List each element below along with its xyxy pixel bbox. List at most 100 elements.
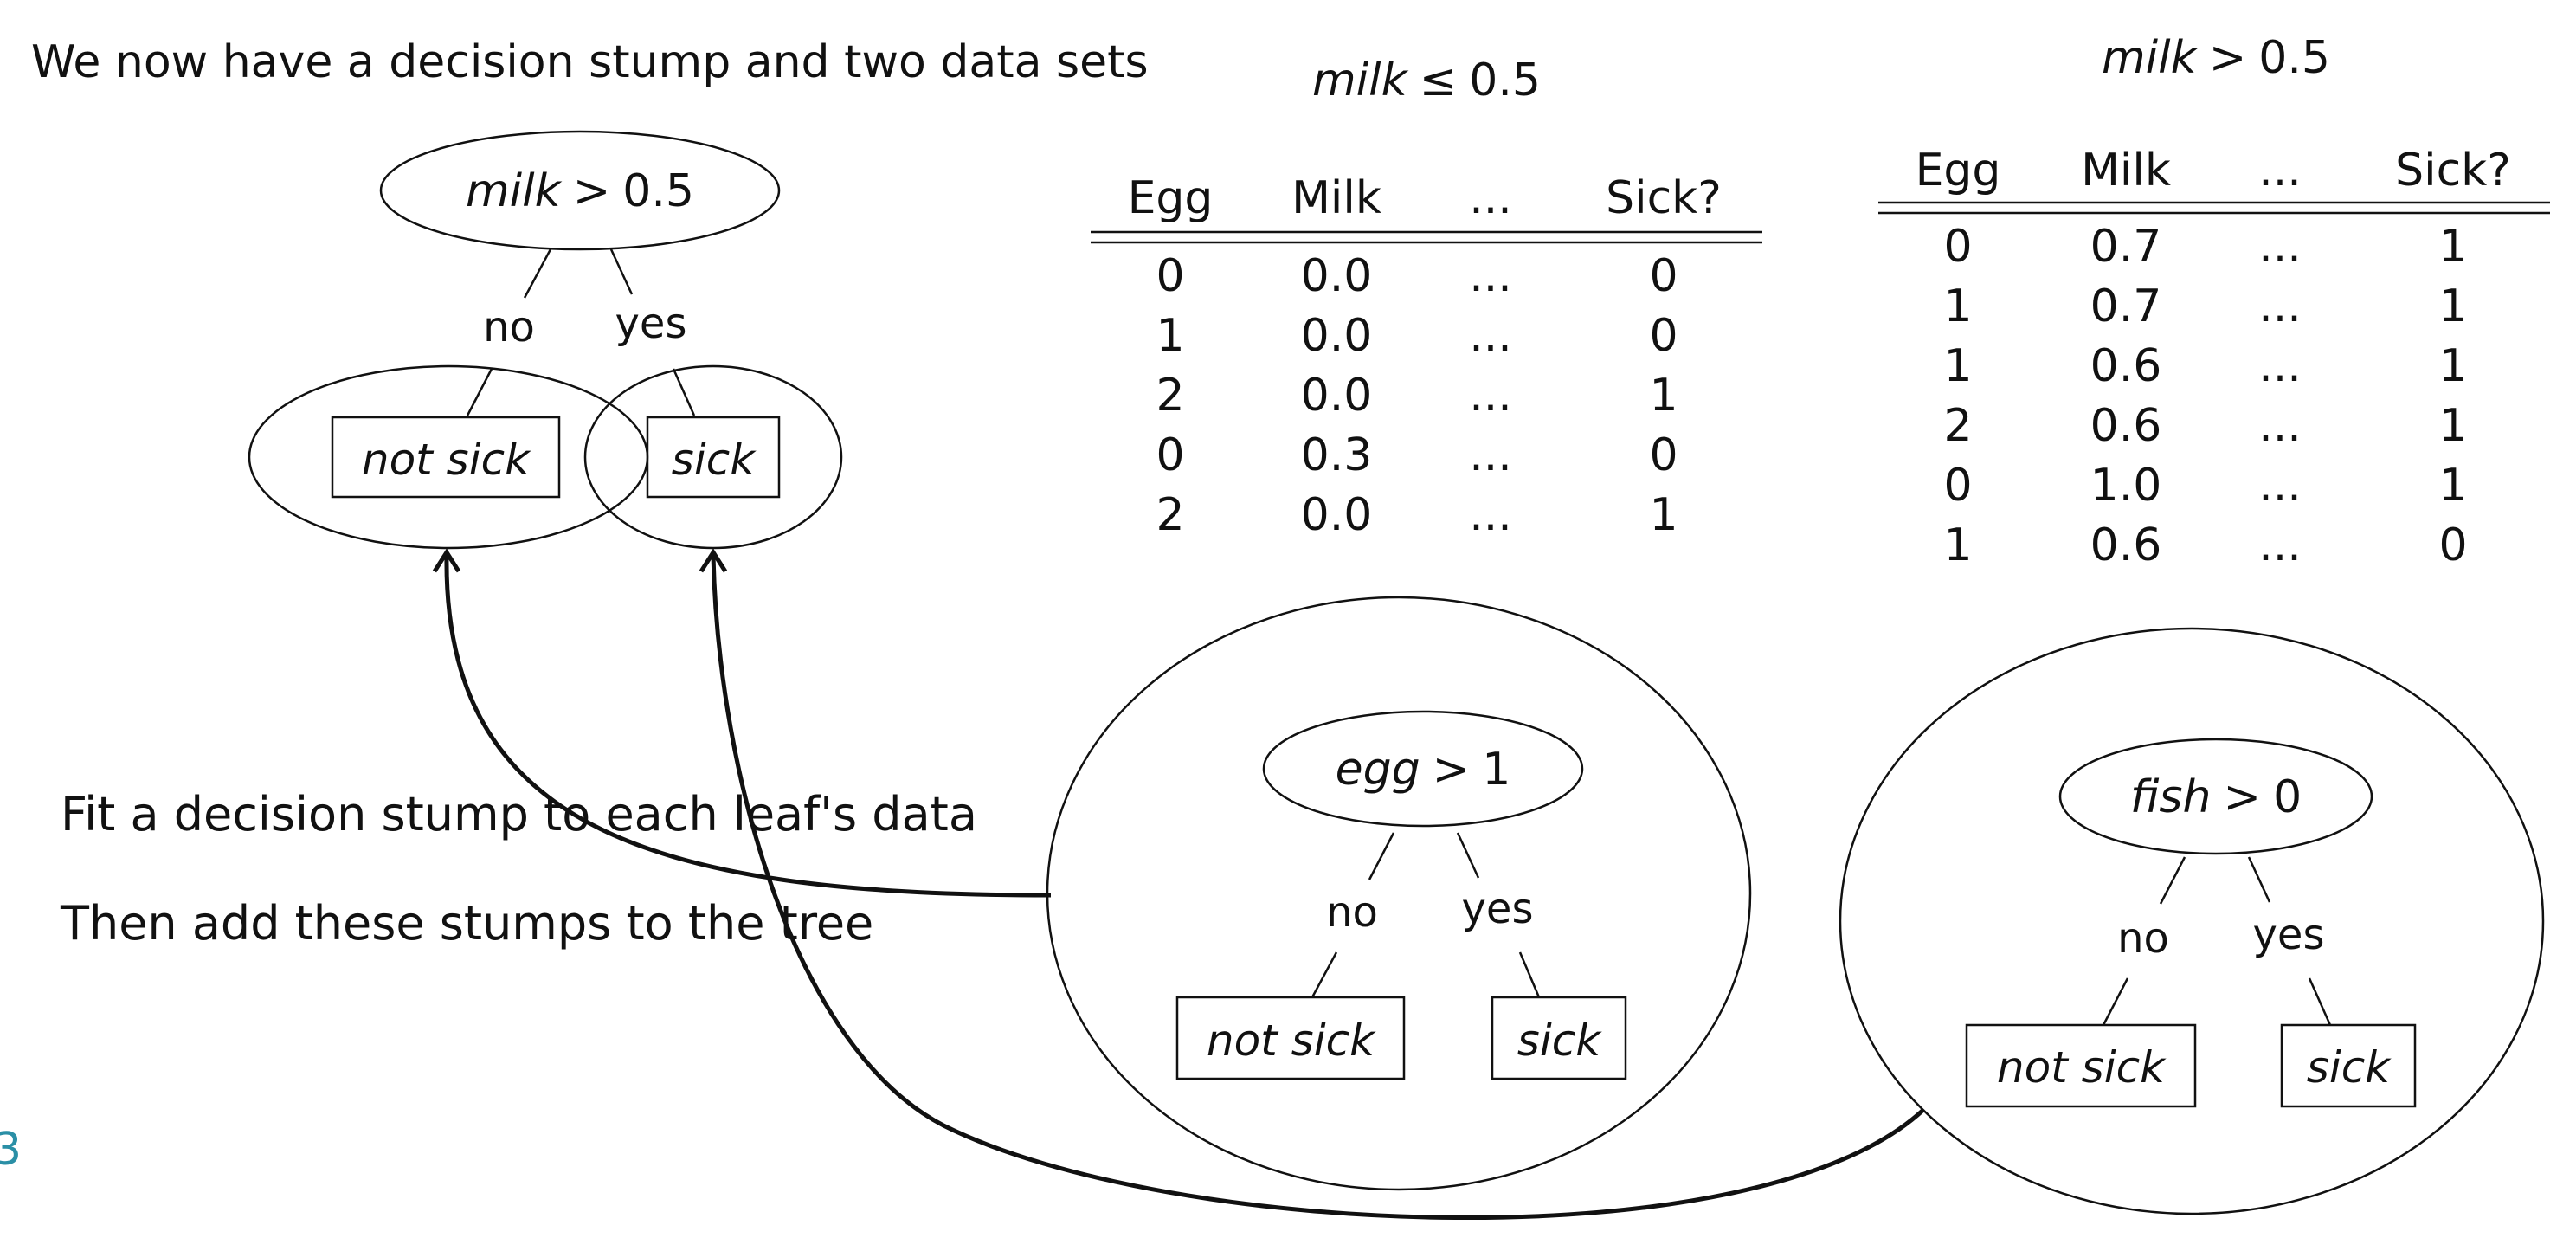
left-table-cell-r2-c1: 0.0 [1301,370,1373,422]
right-table-cell-r1-c3: 1 [2438,280,2467,332]
arrow-fish-to-right-leaf [711,555,1925,1220]
left-table-cell-r3-c0: 0 [1156,429,1184,481]
right-table-cell-r5-c0: 1 [1943,519,1972,571]
left-table-cell-r3-c1: 0.3 [1301,429,1373,481]
egg-condition-value: 1 [1482,744,1510,796]
intro-text: We now have a decision stump and two dat… [31,36,1149,88]
left-table-cell-r1-c3: 0 [1649,310,1678,362]
egg-condition-label: egg>1 [1336,744,1511,796]
egg-no-edge-bottom [1311,951,1338,998]
left-table-cell-r2-c3: 1 [1649,370,1678,422]
root-right-leaf-ellipse [583,364,843,550]
caption-add-stumps: Then add these stumps to the tree [61,896,874,951]
fish-no-edge-top [2159,856,2186,905]
right-table-header-milk: Milk [2081,145,2171,197]
right-table-cell-r4-c3: 1 [2438,460,2467,512]
left-table-title: milk≤0.5 [1312,55,1541,106]
connecting-arrows [432,548,1925,1220]
left-table-cell-r1-c1: 0.0 [1301,310,1373,362]
egg-yes-edge-bottom [1518,951,1541,998]
left-table-cell-r4-c3: 1 [1649,489,1678,541]
egg-condition-node [1262,710,1584,828]
root-left-leaf-box [331,416,561,499]
left-table-cell-r0-c3: 0 [1649,250,1678,302]
egg-yes-label: yes [1462,885,1534,933]
root-yes-label: yes [615,300,687,348]
left-table-cell-r1-c0: 1 [1156,310,1184,362]
right-table-header-egg: Egg [1916,145,2001,197]
right-table-title-value: 0.5 [2258,32,2330,84]
right-table-cell-r2-c0: 1 [1943,340,1972,392]
fish-left-leaf-box [1965,1023,2197,1108]
fish-yes-edge-top [2247,856,2271,903]
root-condition-node [379,130,781,251]
fish-no-label: no [2117,914,2169,963]
left-table-header-egg: Egg [1128,172,1214,224]
root-no-edge-top [523,248,552,299]
right-table-cell-r1-c0: 1 [1943,280,1972,332]
root-stump: milk>0.5 no yes not sick sick [248,130,843,550]
fish-stump-container [1839,627,2545,1215]
root-yes-edge-bottom [672,368,696,416]
fish-left-leaf-label: not sick [1997,1042,2167,1093]
fish-stump: fish>0 no yes not sick sick [1839,627,2545,1215]
arrowhead-left-leaf [432,548,461,573]
fish-no-edge-bottom [2102,977,2129,1026]
right-table-cell-r1-c1: 0.7 [2090,280,2162,332]
root-condition-value: 0.5 [622,165,694,217]
fish-yes-label: yes [2253,911,2325,959]
egg-condition-op: > [1433,744,1471,796]
right-table-cell-r2-c1: 0.6 [2090,340,2162,392]
caption-fit-stump: Fit a decision stump to each leaf's data [61,787,977,841]
egg-no-edge-top [1368,832,1395,880]
fish-condition-label: fish>0 [2130,771,2302,823]
root-condition-op: > [573,165,611,217]
egg-left-leaf-label: not sick [1207,1016,1376,1066]
left-table-cell-r4-c2: ... [1469,489,1512,541]
left-table-cell-r0-c1: 0.0 [1301,250,1373,302]
fish-yes-edge-bottom [2308,977,2332,1026]
left-table-cell-r2-c0: 2 [1156,370,1184,422]
egg-right-leaf-label: sick [1517,1016,1602,1066]
egg-no-label: no [1326,888,1378,937]
left-table-header-etc: ... [1469,172,1512,224]
left-data-table: milk≤0.5 Egg Milk ... Sick? 0 0.0... 0 1 0.0… [1091,55,1762,541]
right-table-header-sick: Sick? [2395,145,2511,197]
right-table-cell-r0-c1: 0.7 [2090,221,2162,273]
left-table-cell-r3-c3: 0 [1649,429,1678,481]
right-table-cell-r0-c3: 1 [2438,221,2467,273]
egg-yes-edge-top [1456,832,1480,879]
root-right-leaf-label: sick [672,435,757,485]
right-table-cell-r0-c0: 0 [1943,221,1972,273]
root-right-leaf-box [646,416,781,499]
right-table-cell-r5-c1: 0.6 [2090,519,2162,571]
left-table-cell-r4-c0: 2 [1156,489,1184,541]
right-table-title: milk>0.5 [2102,32,2330,84]
root-no-edge-bottom [466,368,493,416]
left-table-header-sick: Sick? [1606,172,1722,224]
left-table-header-milk: Milk [1291,172,1381,224]
right-table-cell-r2-c2: ... [2258,340,2302,392]
page-number: 3 [0,1124,23,1176]
right-table-cell-r3-c2: ... [2258,400,2302,452]
right-table-cell-r0-c2: ... [2258,221,2302,273]
right-table-cell-r5-c3: 0 [2438,519,2467,571]
right-table-cell-r4-c0: 0 [1943,460,1972,512]
fish-condition-node [2058,738,2373,855]
arrow-egg-to-left-leaf [444,555,1052,898]
right-data-table: milk>0.5 Egg Milk ... Sick? 0 0.7... 1 1 0.7… [1878,32,2550,571]
fish-right-leaf-box [2280,1023,2417,1108]
right-table-header-etc: ... [2258,145,2302,197]
egg-stump: egg>1 no yes not sick sick [1046,596,1752,1191]
egg-right-leaf-box [1491,996,1627,1080]
left-table-cell-r0-c2: ... [1469,250,1512,302]
arrowhead-right-leaf [699,548,728,573]
left-table-cell-r3-c2: ... [1469,429,1512,481]
left-table-cell-r4-c1: 0.0 [1301,489,1373,541]
fish-condition-op: > [2223,771,2261,823]
right-table-cell-r3-c0: 2 [1943,400,1972,452]
root-condition-label: milk>0.5 [466,165,694,217]
fish-right-leaf-label: sick [2307,1042,2392,1093]
